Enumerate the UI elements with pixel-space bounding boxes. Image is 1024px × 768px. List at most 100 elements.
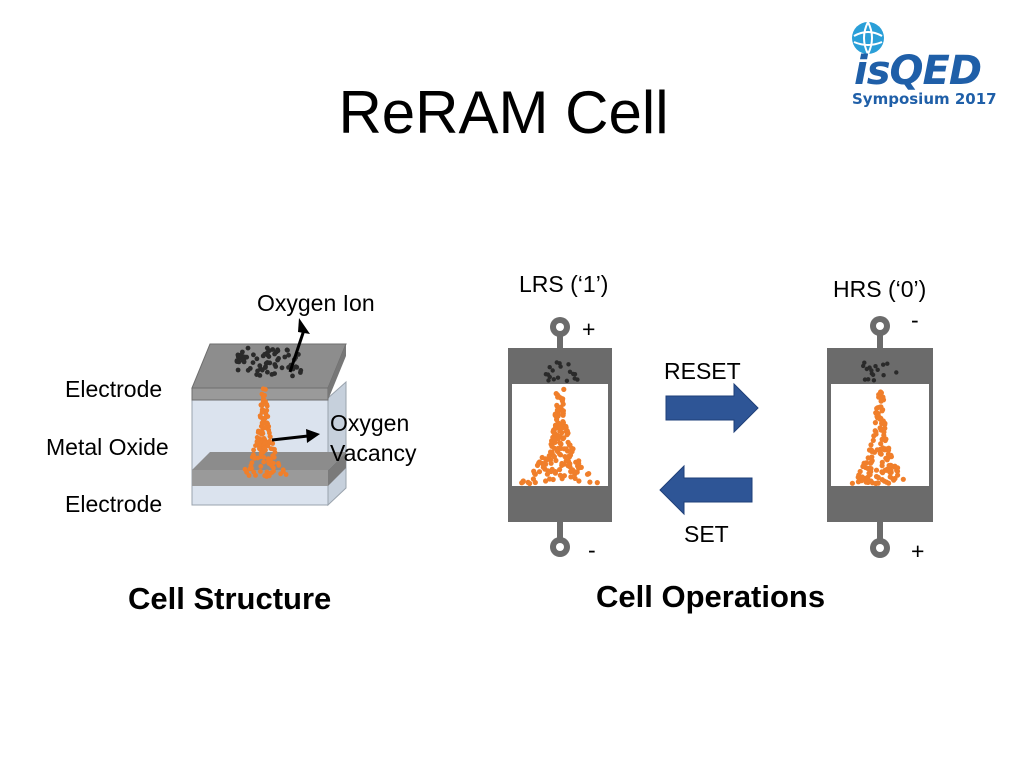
filament-particle [259,430,265,436]
oxygen-vacancy-arrowhead [306,429,320,443]
filament-particle [873,467,880,473]
filament-particle [888,462,894,468]
filament-particle [539,454,545,461]
oxygen-ion-particle [250,360,256,365]
filament-particle [258,469,263,474]
filament-particle [887,469,893,475]
filament-particle [878,404,884,410]
oxygen-ion-particle [881,362,886,367]
filament-particle [879,477,885,483]
oxygen-ion-particle [285,347,290,353]
filament-particle [280,469,286,474]
filament-particle [875,411,881,417]
oxygen-ion-particle [264,345,270,351]
bottom-electrode-front [192,470,328,486]
filament-particle [257,442,262,448]
oxygen-ion-particle [259,367,265,373]
filament-particle [874,447,880,453]
set-label: SET [684,521,729,547]
metal-oxide-label: Metal Oxide [46,434,169,460]
filament-particle [578,464,584,470]
filament-particle [869,454,875,460]
filament-particle [860,463,866,470]
oxygen-ion-particle [875,367,880,372]
oxygen-ion-label: Oxygen Ion [257,290,375,316]
oxygen-ion-particle [547,365,552,370]
hrs-top-polarity: - [911,307,919,333]
filament-particle [551,454,558,460]
logo-brand: isQED [854,48,982,94]
filament-particle [561,386,567,392]
filament-particle [562,454,568,460]
cell-structure-box [191,318,347,507]
filament-particle [272,450,278,455]
filament-particle [262,440,268,446]
filament-particle [252,456,257,461]
filament-particle [544,471,551,477]
set-arrow-icon [659,464,753,516]
oxygen-ion-particle [245,345,251,351]
filament-particle [557,451,563,457]
filament-particle [242,466,248,472]
oxygen-ion-particle [870,372,876,377]
filament-particle [263,387,268,392]
filament-particle [879,420,885,426]
filament-particle [283,472,289,477]
logo-subtitle: Symposium 2017 [852,90,997,108]
filament-particle [886,480,892,486]
filament-particle [570,467,576,473]
filament-particle [266,424,272,429]
filament-particle [251,469,257,475]
oxygen-ion-particle [873,364,878,369]
oxygen-ion-arrow [288,329,306,373]
filament-particle [560,419,566,425]
filament-particle [878,441,884,447]
oxygen-ion-particle [862,377,868,382]
oxygen-ion-particle [245,367,251,373]
filament-particle [262,415,268,421]
oxygen-ion-particle [894,370,899,375]
top-electrode-label: Electrode [65,376,163,402]
hrs-bottom-polarity: + [911,538,925,564]
oxygen-ion-particle [543,372,549,377]
filament-particle [254,439,260,444]
filament-particle [530,476,537,482]
oxygen-ion-particle [862,360,867,365]
filament-particle [559,430,565,436]
lrs-oxygen-ions [543,360,580,383]
filament-particle [552,426,558,432]
filament-particle [254,435,260,440]
filament-particle [262,425,268,430]
filament-particle [872,428,878,434]
oxygen-ion-particle [240,358,246,363]
filament-particle [895,465,901,471]
filament-particle [572,475,578,481]
filament-particle [549,443,555,449]
filament-particle [547,476,553,482]
oxygen-vacancy-label-line1: Oxygen [330,410,410,436]
oxygen-ion-particle [869,368,874,373]
filament-particle [568,474,574,480]
filament-particle [263,399,268,404]
hrs-cell [827,316,933,558]
filament-particle [555,420,561,426]
filament-particle [887,474,893,480]
filament-particle [554,402,560,408]
filament-particle [262,445,267,451]
lrs-top-polarity: + [582,316,596,342]
oxygen-ion-particle [286,352,291,358]
oxygen-ion-particle [881,373,886,378]
filament-particle [267,434,273,439]
oxygen-ion-particle [564,378,570,383]
filament-particle [266,473,272,479]
oxygen-ion-particle [235,367,241,373]
cell-operations-caption: Cell Operations [596,579,826,614]
filament-particle [261,459,267,465]
filament-particle [587,479,593,485]
oxygen-ion-particle [263,361,269,366]
top-electrode-side [328,344,346,400]
oxygen-ion-particle [290,373,295,379]
filament-particle [879,436,885,442]
filament-particle [557,472,563,478]
